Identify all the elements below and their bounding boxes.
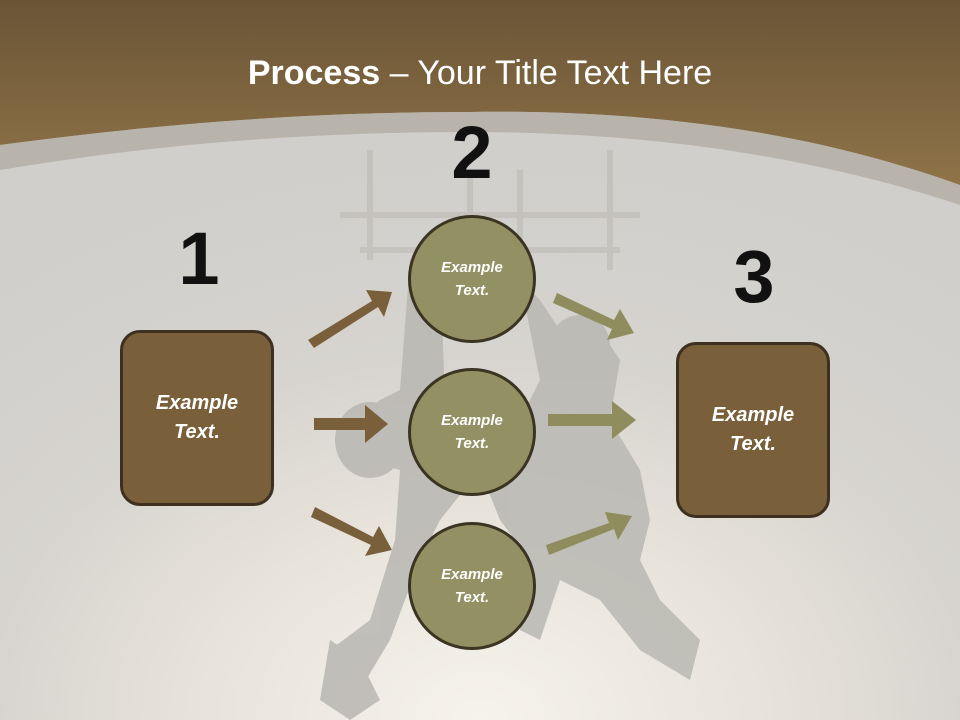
left-arrow-up [308, 290, 392, 348]
circle-top-label: Example Text. [441, 259, 503, 299]
circle-top[interactable]: Example Text. [408, 215, 536, 343]
slide-title: Process – Your Title Text Here [0, 54, 960, 93]
step-number-3: 3 [733, 235, 775, 318]
right-arrow-up [546, 512, 632, 555]
title-bold: Process [247, 54, 381, 92]
step-3-box[interactable]: Example Text. [676, 342, 830, 518]
header-band [0, 0, 960, 185]
left-arrow-down [311, 507, 392, 556]
circle-middle[interactable]: Example Text. [408, 368, 536, 496]
circle-bottom[interactable]: Example Text. [408, 522, 536, 650]
circle-bottom-label: Example Text. [441, 566, 503, 606]
step-3-label: Example Text. [711, 404, 795, 455]
step-number-2: 2 [451, 111, 493, 194]
gym-background [340, 150, 640, 270]
title-dash: – [380, 54, 418, 92]
left-arrow-middle [314, 405, 388, 443]
right-arrow-middle [548, 401, 636, 439]
header-curve-shade [0, 111, 960, 205]
right-arrow-down [553, 293, 634, 340]
circle-middle-label: Example Text. [441, 412, 503, 452]
step-1-label: Example Text. [155, 392, 239, 443]
title-rest: Your Title Text Here [417, 54, 713, 92]
step-1-box[interactable]: Example Text. [120, 330, 274, 506]
step-number-1: 1 [178, 217, 220, 300]
